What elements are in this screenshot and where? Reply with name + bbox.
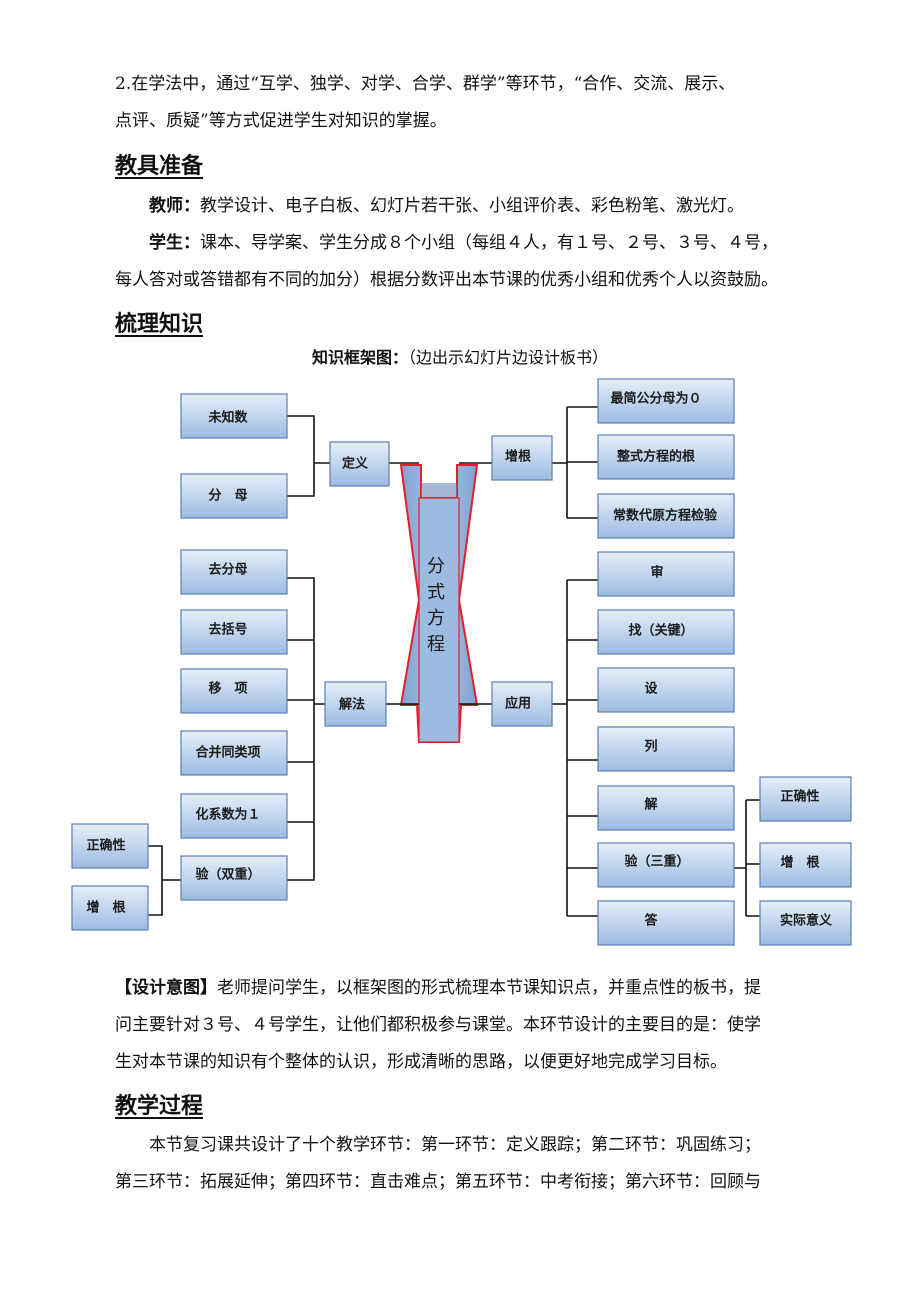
center-char-1: 分 xyxy=(427,556,445,577)
node-double-check: 验（双重） xyxy=(195,867,260,883)
node-clear-denominator-box xyxy=(180,549,288,595)
center-char-2: 式 xyxy=(427,582,445,603)
node-right-extraneous-box xyxy=(759,842,852,888)
student-line-2: 每人答对或答错都有不同的加分）根据分数评出本节课的优秀小组和优秀个人以资鼓励。 xyxy=(115,270,778,290)
node-substitute-check: 常数代原方程检验 xyxy=(613,508,718,524)
node-substitute-check-box xyxy=(597,493,735,539)
node-unknown: 未知数 xyxy=(207,410,248,426)
student-line-1: 学生：课本、导学案、学生分成８个小组（每组４人，有１号、２号、３号、４号， xyxy=(115,225,825,262)
node-solve: 解 xyxy=(643,797,657,813)
student-label: 学生： xyxy=(149,233,200,253)
caption-rest: （边出示幻灯片边设计板书） xyxy=(408,348,609,367)
design-label: 【设计意图】 xyxy=(115,978,217,998)
node-right-correctness: 正确性 xyxy=(780,789,819,805)
teacher-text: 教学设计、电子白板、幻灯片若干张、小组评价表、彩色粉笔、激光灯。 xyxy=(200,196,744,216)
node-application-box xyxy=(491,681,553,727)
node-combine-terms-box xyxy=(180,730,288,776)
knowledge-framework-diagram: 分 式 方 程 未知数 分 母 定义 去分母 去括号 移 项 合并同类项 化系数… xyxy=(71,378,852,946)
node-left-correctness: 正确性 xyxy=(86,838,125,854)
review-heading: 梳理知识 xyxy=(115,312,204,337)
intro-line-2: 点评、质疑”等方式促进学生对知识的掌握。 xyxy=(115,111,447,131)
node-coefficient: 化系数为１ xyxy=(195,807,260,823)
node-left-extraneous-box xyxy=(71,885,149,931)
node-remove-brackets: 去括号 xyxy=(208,622,247,638)
node-practical-meaning: 实际意义 xyxy=(780,913,833,929)
node-write-equation-box xyxy=(597,726,735,772)
intro-line-1: 2.在学法中，通过“互学、独学、对学、合学、群学”等环节，“合作、交流、展示、 xyxy=(115,74,736,94)
design-line-1: 【设计意图】老师提问学生，以框架图的形式梳理本节课知识点，并重点性的板书，提 xyxy=(115,970,825,1007)
node-triple-check-box xyxy=(597,842,735,888)
tools-heading: 教具准备 xyxy=(115,154,204,179)
node-practical-meaning-box xyxy=(759,900,852,946)
node-read-box xyxy=(597,551,735,597)
node-lcd-zero: 最简公分母为０ xyxy=(610,391,701,407)
node-answer: 答 xyxy=(644,913,658,929)
node-extraneous-box xyxy=(491,435,553,481)
process-line-2: 第三环节：拓展延伸；第四环节：直击难点；第五环节：中考衔接；第六环节：回顾与 xyxy=(115,1172,761,1192)
node-answer-box xyxy=(597,900,735,946)
node-solution-box xyxy=(324,681,387,727)
process-line-1: 本节复习课共设计了十个教学环节：第一环节：定义跟踪；第二环节：巩固练习； xyxy=(149,1135,761,1155)
node-write-equation: 列 xyxy=(644,739,657,755)
node-read: 审 xyxy=(650,565,663,581)
node-left-extraneous: 增 根 xyxy=(86,900,126,916)
node-find-key-box xyxy=(597,609,735,655)
node-lcd-zero-box xyxy=(597,378,735,424)
design-line-3: 生对本节课的知识有个整体的认识，形成清晰的思路，以便更好地完成学习目标。 xyxy=(115,1052,727,1072)
teacher-label: 教师： xyxy=(149,196,200,216)
node-definition: 定义 xyxy=(341,456,369,472)
connector-lines xyxy=(148,406,760,917)
node-solution: 解法 xyxy=(338,697,365,713)
node-transpose: 移 项 xyxy=(208,681,247,697)
node-double-check-box xyxy=(180,855,288,901)
node-application: 应用 xyxy=(505,696,531,712)
design-line-2: 问主要针对３号、４号学生，让他们都积极参与课堂。本环节设计的主要目的是：使学 xyxy=(115,1015,761,1035)
center-shape xyxy=(399,464,479,743)
node-remove-brackets-box xyxy=(180,609,288,655)
node-right-correctness-box xyxy=(759,776,852,822)
center-char-3: 方 xyxy=(427,608,445,629)
node-unknown-box xyxy=(180,393,288,439)
node-set-variable: 设 xyxy=(644,682,658,697)
node-coefficient-box xyxy=(180,793,288,839)
node-integral-root: 整式方程的根 xyxy=(616,449,696,465)
caption-lead: 知识框架图： xyxy=(311,348,408,367)
center-title: 分 式 方 程 xyxy=(427,556,445,655)
node-left-correctness-box xyxy=(71,823,149,869)
diagram-caption: 知识框架图：（边出示幻灯片边设计板书） xyxy=(0,344,920,368)
node-solve-box xyxy=(597,785,735,831)
node-find-key: 找（关键） xyxy=(628,623,693,639)
teacher-line: 教师：教学设计、电子白板、幻灯片若干张、小组评价表、彩色粉笔、激光灯。 xyxy=(115,188,825,225)
node-transpose-box xyxy=(180,668,288,714)
node-denominator: 分 母 xyxy=(208,488,247,504)
node-clear-denominator: 去分母 xyxy=(208,562,247,578)
node-combine-terms: 合并同类项 xyxy=(195,745,260,761)
node-integral-root-box xyxy=(597,434,735,480)
node-extraneous: 增根 xyxy=(505,449,532,465)
center-char-4: 程 xyxy=(427,634,445,655)
node-right-extraneous: 增 根 xyxy=(780,855,820,871)
node-set-variable-box xyxy=(597,667,735,713)
design-text-1: 老师提问学生，以框架图的形式梳理本节课知识点，并重点性的板书，提 xyxy=(217,978,761,998)
process-heading: 教学过程 xyxy=(115,1094,204,1119)
node-triple-check: 验（三重） xyxy=(624,854,689,870)
student-text-1: 课本、导学案、学生分成８个小组（每组４人，有１号、２号、３号、４号， xyxy=(200,233,778,253)
node-denominator-box xyxy=(180,473,288,519)
node-definition-box xyxy=(329,441,390,487)
